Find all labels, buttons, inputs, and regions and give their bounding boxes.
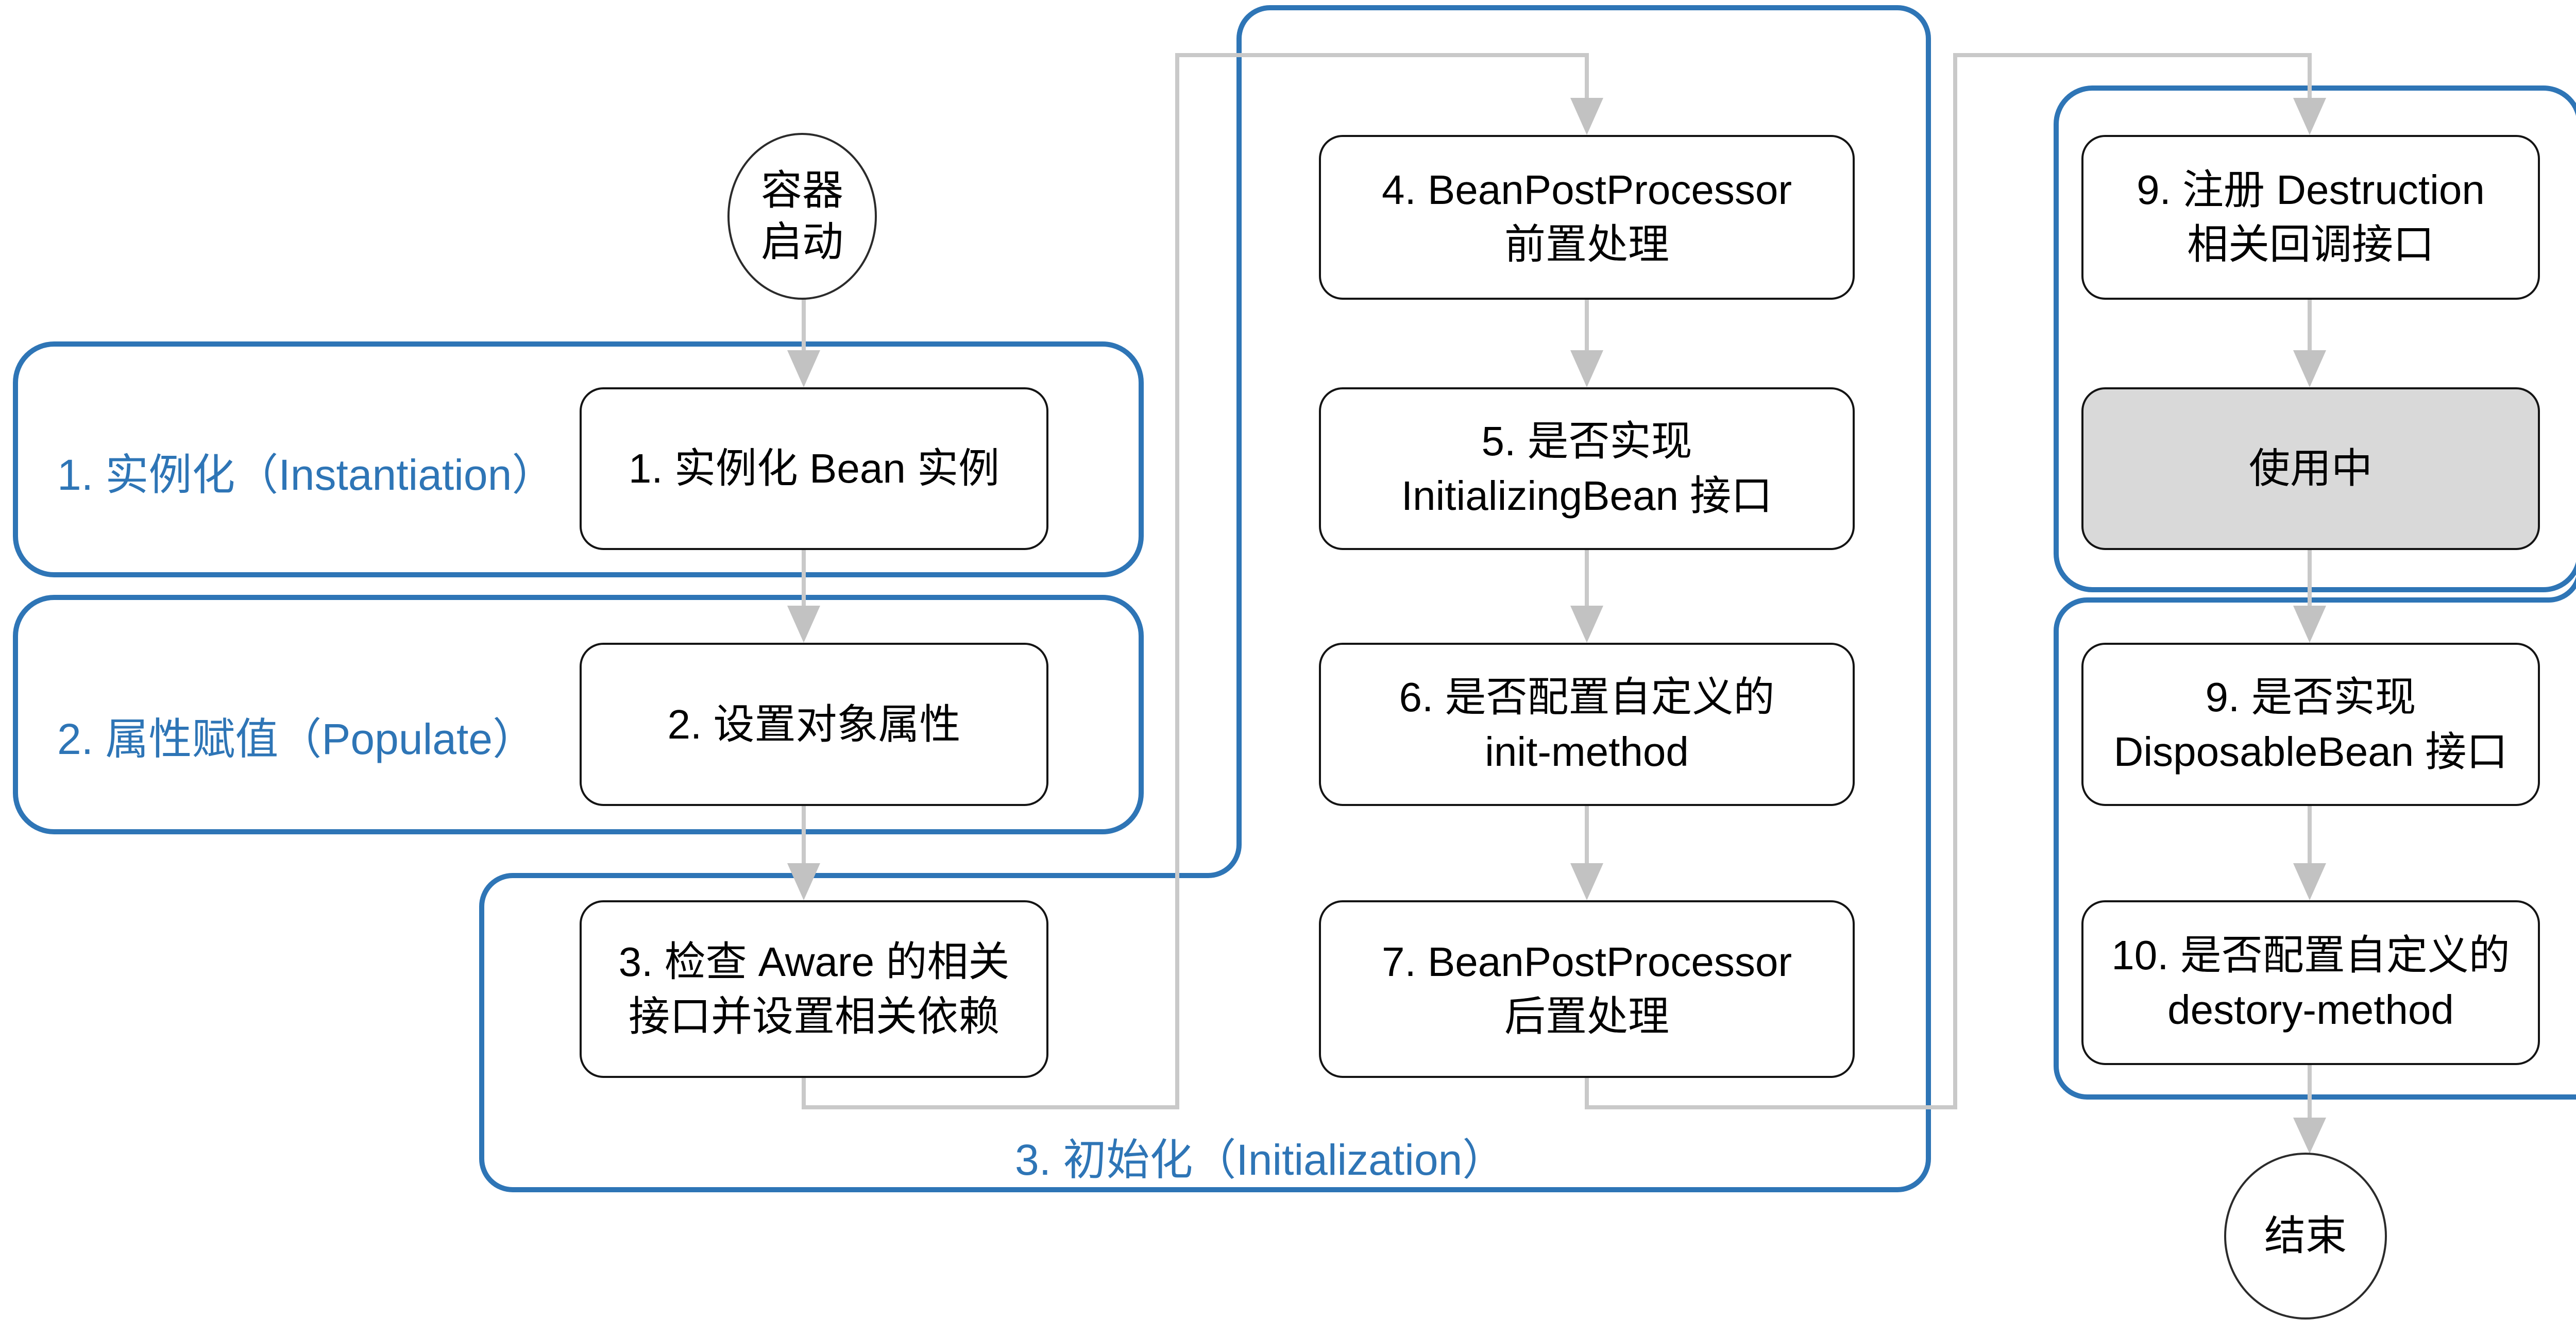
start-terminal: 容器 启动	[727, 133, 877, 300]
connector-n7-to-n9a	[1585, 53, 2312, 1109]
end-terminal-label: 结束	[2264, 1213, 2347, 1259]
arrowhead-n9b	[2293, 606, 2326, 643]
arrowhead-n4	[1570, 98, 1603, 135]
arrowhead-n1	[787, 350, 820, 387]
stage-container-instantiation	[13, 341, 1144, 577]
flow-node-label: 6. 是否配置自定义的 init-method	[1399, 674, 1775, 775]
start-terminal-label: 容器 启动	[761, 167, 843, 265]
flow-node-in-use: 使用中	[2081, 387, 2540, 550]
stage-container-destruction	[2054, 576, 2576, 1100]
connectors	[802, 53, 2312, 1119]
stage-container-destruction-callbacks	[2054, 85, 2576, 592]
connector-n3-to-n4	[802, 53, 1589, 1109]
end-terminal: 结束	[2224, 1153, 2387, 1319]
arrowhead-end	[2293, 1118, 2326, 1154]
arrowhead-n3	[787, 863, 820, 900]
flow-node-label: 3. 检查 Aware 的相关 接口并设置相关依赖	[618, 938, 1010, 1039]
flow-node-set-properties: 2. 设置对象属性	[580, 643, 1048, 806]
flow-node-label: 9. 是否实现 DisposableBean 接口	[2113, 674, 2508, 775]
arrowhead-n6	[1570, 606, 1603, 643]
flow-node-initializingbean: 5. 是否实现 InitializingBean 接口	[1319, 387, 1855, 550]
flow-node-label: 2. 设置对象属性	[667, 701, 961, 747]
stage-label-initialization: 3. 初始化（Initialization）	[1015, 1135, 1506, 1184]
flow-node-label: 5. 是否实现 InitializingBean 接口	[1401, 418, 1773, 519]
stage-container-initialization	[479, 5, 1931, 1192]
flow-node-instantiate-bean: 1. 实例化 Bean 实例	[580, 387, 1048, 550]
flow-node-label: 7. BeanPostProcessor 后置处理	[1382, 938, 1792, 1039]
flow-node-label: 9. 注册 Destruction 相关回调接口	[2137, 167, 2485, 267]
arrowhead-inuse	[2293, 350, 2326, 387]
flow-node-register-destruction: 9. 注册 Destruction 相关回调接口	[2081, 135, 2540, 300]
flow-node-label: 4. BeanPostProcessor 前置处理	[1382, 167, 1792, 267]
flow-node-label: 使用中	[2249, 445, 2372, 491]
arrowhead-n7	[1570, 863, 1603, 900]
stage-container-populate	[13, 595, 1144, 834]
arrowhead-n9a	[2293, 98, 2326, 135]
flow-node-check-aware: 3. 检查 Aware 的相关 接口并设置相关依赖	[580, 900, 1048, 1078]
arrowheads	[787, 98, 2326, 1154]
flow-node-label: 10. 是否配置自定义的 destory-method	[2111, 932, 2510, 1033]
arrowhead-n10	[2293, 863, 2326, 900]
flow-node-destroy-method: 10. 是否配置自定义的 destory-method	[2081, 900, 2540, 1065]
flow-node-disposablebean: 9. 是否实现 DisposableBean 接口	[2081, 643, 2540, 806]
arrowhead-n5	[1570, 350, 1603, 387]
flow-node-bpp-before: 4. BeanPostProcessor 前置处理	[1319, 135, 1855, 300]
stage-outlines	[13, 5, 2576, 1192]
flow-node-label: 1. 实例化 Bean 实例	[628, 445, 1000, 491]
flow-node-bpp-after: 7. BeanPostProcessor 后置处理	[1319, 900, 1855, 1078]
stage-label-populate: 2. 属性赋值（Populate）	[57, 714, 536, 763]
arrowhead-n2	[787, 606, 820, 643]
flow-node-init-method: 6. 是否配置自定义的 init-method	[1319, 643, 1855, 806]
stage-label-instantiation: 1. 实例化（Instantiation）	[57, 450, 555, 499]
